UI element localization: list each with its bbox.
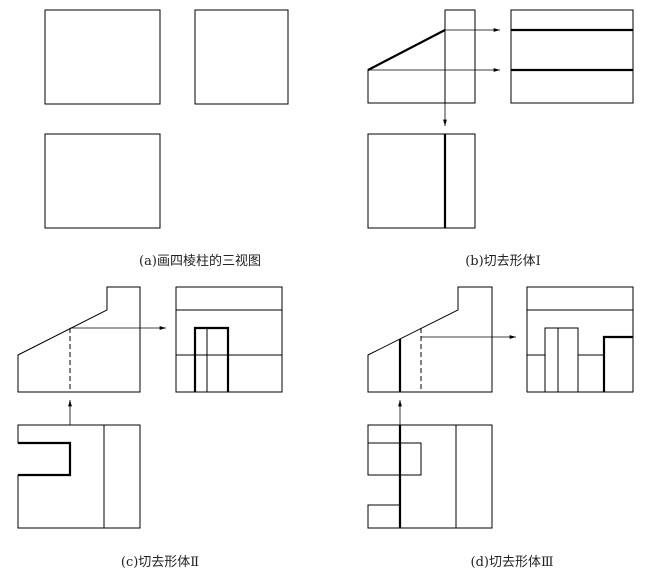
panel-a-top-view bbox=[45, 134, 160, 228]
panel-b bbox=[368, 10, 633, 228]
panel-a-side-view bbox=[195, 10, 288, 104]
caption-b: (b)切去形体Ⅰ bbox=[465, 254, 541, 269]
panel-b-top-view bbox=[368, 134, 475, 228]
caption-d: (d)切去形体Ⅲ bbox=[470, 555, 554, 570]
panel-a bbox=[45, 10, 288, 228]
panel-c-top-view bbox=[18, 425, 140, 528]
panel-b-side-view bbox=[511, 10, 633, 103]
caption-a: (a)画四棱柱的三视图 bbox=[139, 254, 261, 269]
panel-d bbox=[368, 287, 633, 528]
panel-d-front-view bbox=[368, 287, 492, 392]
caption-c: (c)切去形体Ⅱ bbox=[120, 555, 200, 570]
panel-d-side-view bbox=[527, 287, 633, 392]
panel-a-front-view bbox=[45, 10, 160, 104]
panel-c bbox=[18, 287, 282, 528]
panel-c-front-view bbox=[18, 287, 140, 392]
panel-b-front-view bbox=[368, 10, 475, 103]
panel-d-top-view bbox=[368, 425, 492, 528]
